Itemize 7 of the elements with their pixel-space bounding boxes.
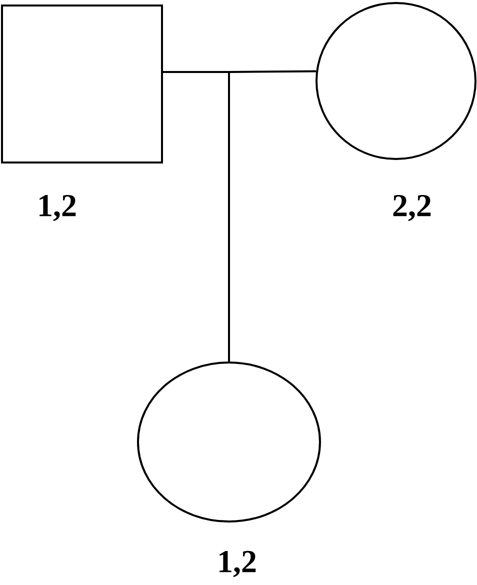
connector-line: [162, 70, 318, 362]
genotype-label: 1,2: [220, 550, 256, 578]
circle-symbol: [137, 362, 321, 522]
circle-symbol: [316, 2, 476, 160]
genotype-label: 2,2: [393, 194, 431, 222]
square-symbol: [1, 4, 163, 164]
genotype-label: 1,2: [40, 194, 76, 222]
